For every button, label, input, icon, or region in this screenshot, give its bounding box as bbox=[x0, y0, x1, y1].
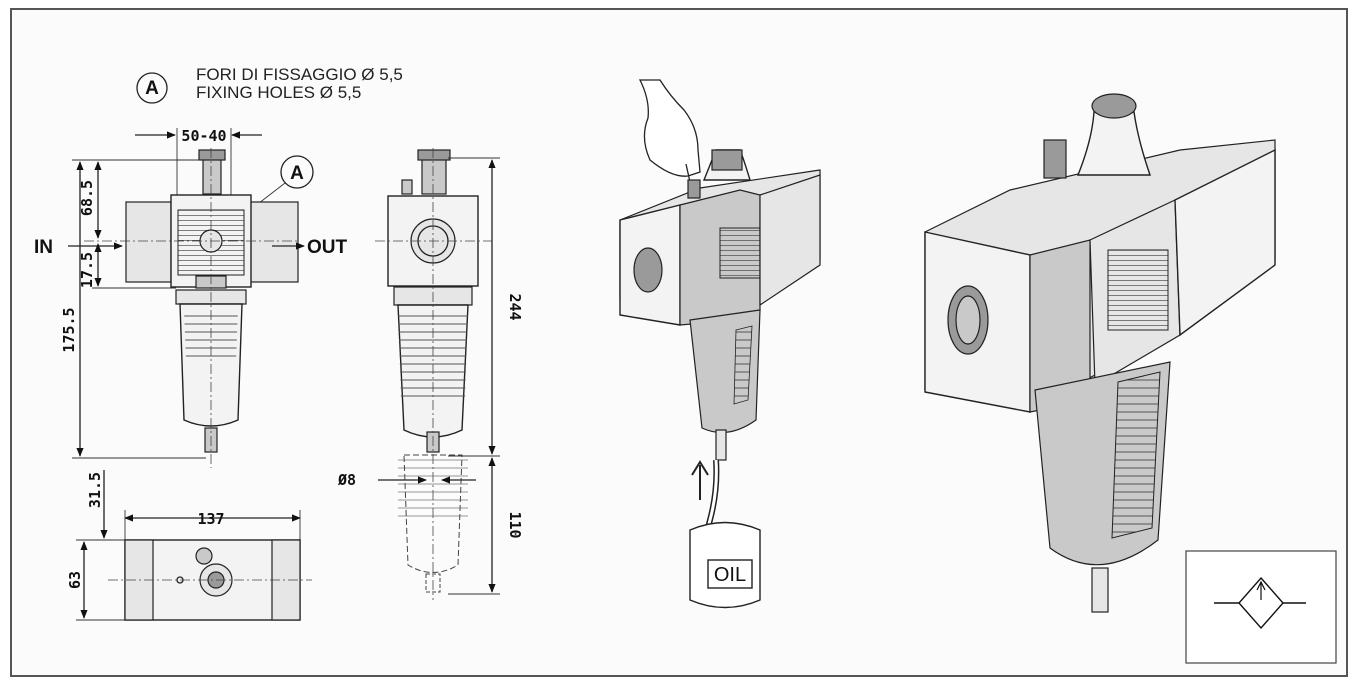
oil-filling-illustration: OIL bbox=[619, 79, 821, 609]
in-label: IN bbox=[34, 237, 53, 258]
front-width-dimension: 50-40 bbox=[181, 127, 226, 145]
front-marker: A bbox=[290, 163, 304, 184]
isometric-lubricator-view bbox=[924, 93, 1276, 613]
front-dim-bottom: 175.5 bbox=[60, 307, 78, 352]
plan-offset-dimension: 31.5 bbox=[86, 472, 104, 508]
plan-depth-dimension: 63 bbox=[66, 571, 84, 589]
front-view: 50-40 A IN OUT 175.5 bbox=[34, 127, 348, 468]
marker-a-circle bbox=[136, 72, 168, 104]
front-dim-top: 68.5 bbox=[78, 180, 96, 216]
side-height-dimension: 244 bbox=[506, 293, 524, 320]
oil-label-box bbox=[707, 559, 753, 589]
oil-label: OIL bbox=[714, 564, 746, 586]
legend-line-italian: FORI DI FISSAGGIO Ø 5,5 bbox=[196, 65, 403, 84]
out-label: OUT bbox=[307, 237, 348, 258]
fixing-holes-legend: A FORI DI FISSAGGIO Ø 5,5 FIXING HOLES Ø… bbox=[136, 65, 403, 104]
front-dim-mid: 17.5 bbox=[78, 252, 96, 288]
lubricator-symbol-icon bbox=[1214, 576, 1306, 630]
plan-view: 137 63 31.5 bbox=[66, 470, 312, 621]
side-view: Ø8 244 110 bbox=[337, 148, 524, 600]
side-diameter-dimension: Ø8 bbox=[337, 471, 356, 489]
legend-line-english: FIXING HOLES Ø 5,5 bbox=[196, 83, 361, 102]
plan-length-dimension: 137 bbox=[197, 510, 224, 528]
hand-icon bbox=[638, 79, 701, 177]
legend-marker: A bbox=[145, 78, 159, 99]
lubricator-symbol-box bbox=[1185, 550, 1337, 664]
side-bowl-dimension: 110 bbox=[506, 511, 524, 538]
